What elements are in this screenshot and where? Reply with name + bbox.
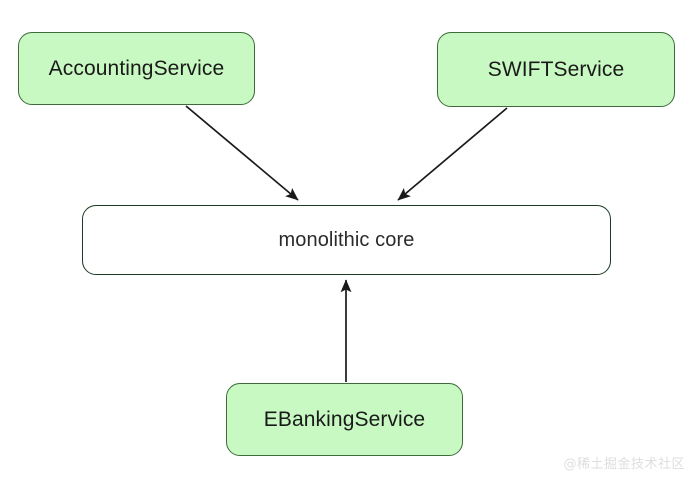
node-label-swift-service: SWIFTService	[487, 57, 625, 81]
node-label-accounting-service: AccountingService	[48, 56, 225, 80]
node-accounting-service[interactable]: AccountingService	[18, 32, 255, 105]
node-ebanking-service[interactable]: EBankingService	[226, 383, 463, 456]
node-swift-service[interactable]: SWIFTService	[437, 32, 675, 107]
watermark: @稀土掘金技术社区	[563, 457, 685, 472]
node-monolithic-core[interactable]: monolithic core	[82, 205, 611, 275]
node-label-monolithic-core: monolithic core	[278, 229, 415, 251]
edge-swift-to-core	[397, 107, 508, 201]
edge-accounting-to-core	[185, 105, 299, 201]
node-label-ebanking-service: EBankingService	[263, 407, 426, 431]
